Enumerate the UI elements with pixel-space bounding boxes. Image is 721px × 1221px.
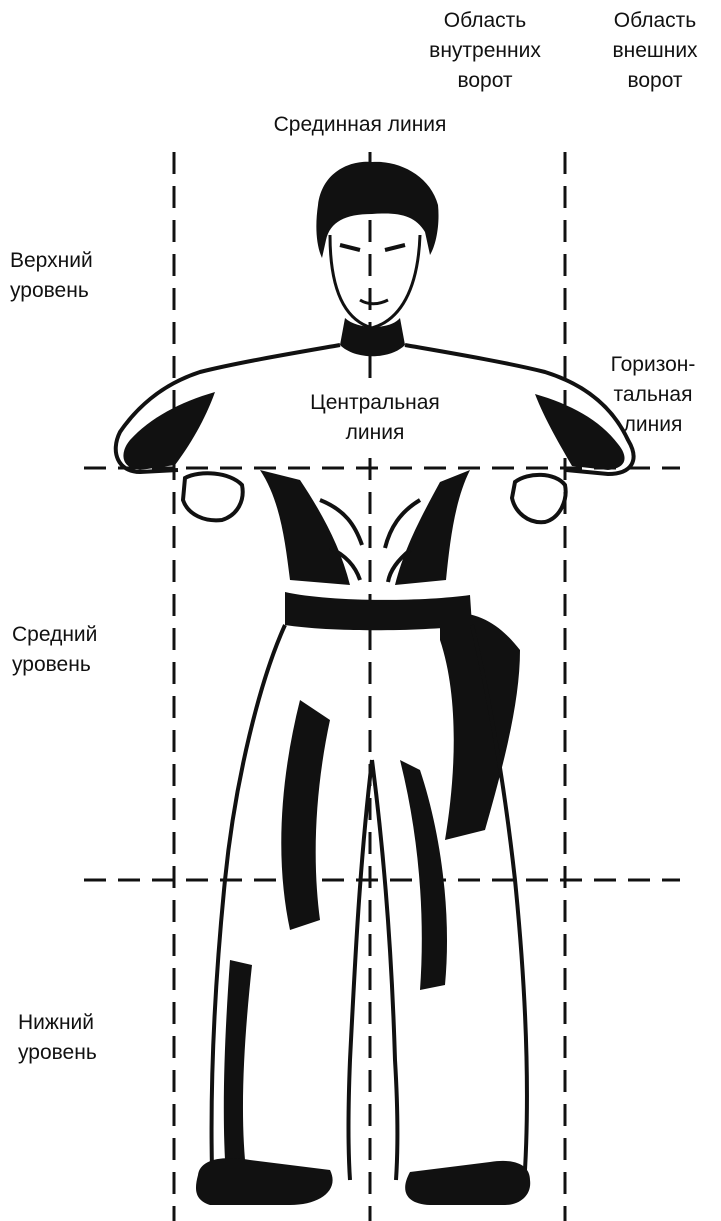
trousers-shadow <box>224 700 447 1160</box>
median-line-label: Срединная линия <box>230 110 490 140</box>
right-fist <box>512 475 566 522</box>
horizontal-line-label: Горизон- тальная линия <box>588 350 718 440</box>
left-foot <box>196 1158 333 1205</box>
outer-gate-label: Область внешних ворот <box>590 6 720 96</box>
face-outline <box>330 235 420 328</box>
neck-shape <box>340 318 405 356</box>
left-arm-shadow <box>123 392 215 470</box>
lower-level-label: Нижний уровень <box>18 1008 168 1068</box>
face-mouth <box>360 300 388 304</box>
central-line-label: Центральная линия <box>275 388 475 448</box>
middle-level-label: Средний уровень <box>12 620 162 680</box>
face-eyes <box>340 245 405 250</box>
left-fist <box>183 473 243 520</box>
upper-level-label: Верхний уровень <box>10 246 160 306</box>
right-foot <box>405 1161 530 1205</box>
inner-gate-label: Область внутренних ворот <box>410 6 560 96</box>
chest-shadow <box>260 470 470 585</box>
